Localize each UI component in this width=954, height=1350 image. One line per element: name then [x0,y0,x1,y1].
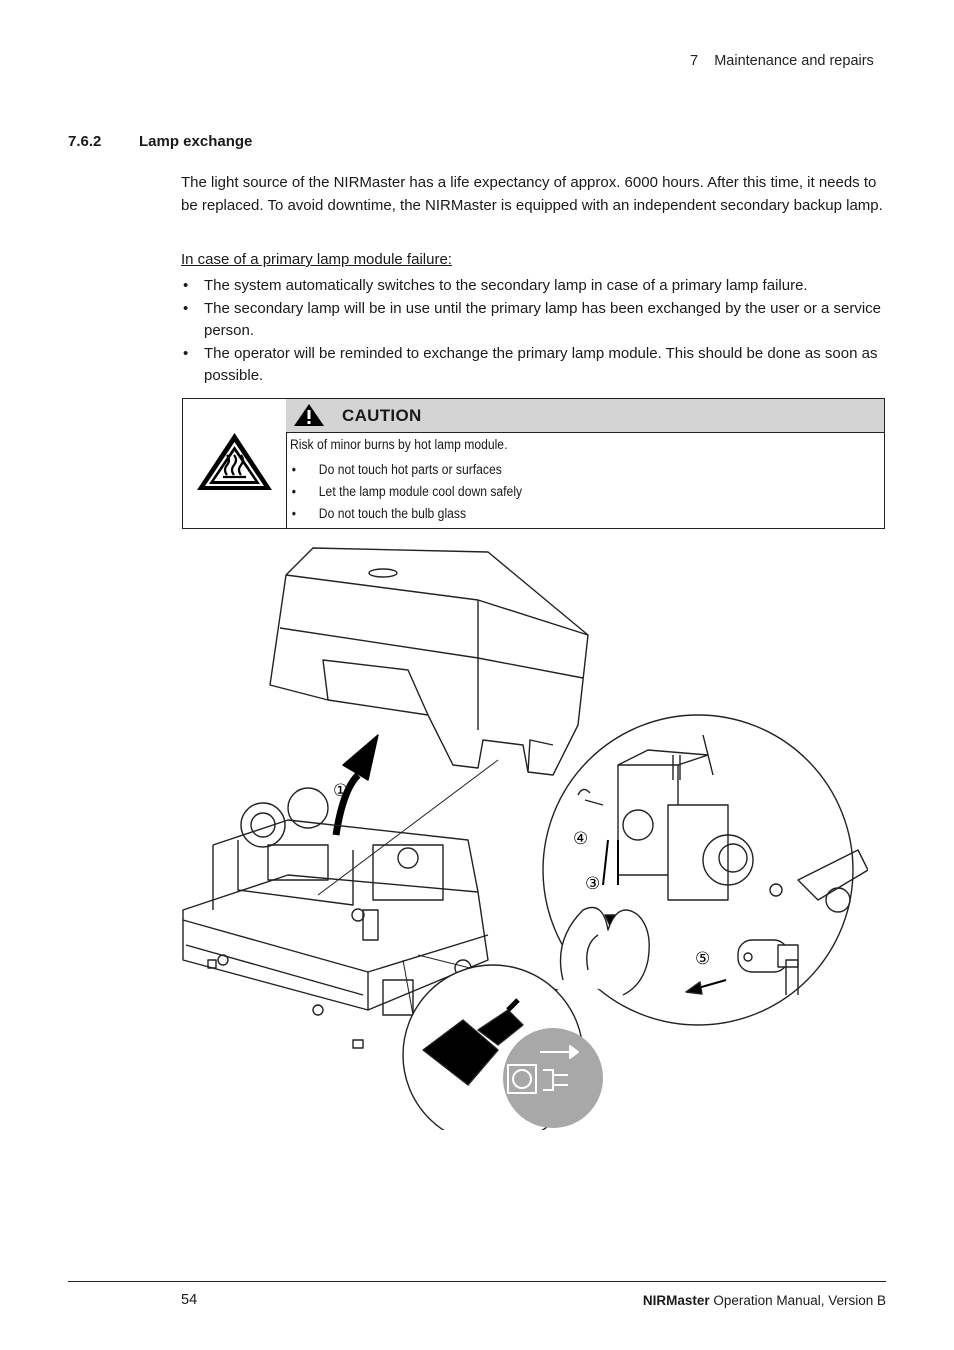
section-title: Lamp exchange [139,133,253,150]
bullet-item: The system automatically switches to the… [181,275,889,298]
running-header: 7 Maintenance and repairs [690,53,874,69]
footer-title: NIRMaster Operation Manual, Version B [643,1293,886,1308]
failure-bullet-list: The system automatically switches to the… [181,275,889,388]
lamp-exchange-illustration: ① ② ③ ④ ⑤ [182,547,868,1130]
bullet-item: The secondary lamp will be in use until … [181,298,889,343]
bullet-item: The operator will be reminded to exchang… [181,343,889,388]
caution-title: CAUTION [342,406,422,425]
plug-detail-circle [402,959,603,1130]
caution-risk-text: Risk of minor burns by hot lamp module. [290,437,508,452]
failure-subheading: In case of a primary lamp module failure… [181,251,452,268]
instrument-drawing [182,787,489,1049]
footer-divider [68,1281,886,1282]
section-heading: 7.6.2 Lamp exchange [68,133,252,150]
intro-paragraph: The light source of the NIRMaster has a … [181,174,883,214]
step-label-5: ⑤ [695,949,710,969]
chapter-number: 7 [690,53,699,69]
step-label-1: ① [333,781,348,801]
step-label-2: ② [445,1031,460,1051]
caution-item: Do not touch the bulb glass [290,503,522,525]
page-number: 54 [181,1292,198,1308]
caution-header: CAUTION [286,399,884,433]
hot-surface-warning-icon [197,433,272,490]
lift-arrow [332,734,379,836]
caution-item: Let the lamp module cool down safely [290,481,522,503]
footer-doc-title: Operation Manual, Version B [713,1293,886,1308]
caution-item-list: Do not touch hot parts or surfaces Let t… [290,459,522,525]
chapter-title: Maintenance and repairs [714,53,874,69]
cover-drawing [269,547,589,776]
lamp-detail-circle [317,714,868,1026]
footer-product: NIRMaster [642,1293,710,1308]
caution-item: Do not touch hot parts or surfaces [290,459,522,481]
section-number: 7.6.2 [68,133,102,150]
hot-surface-symbol-cell [183,399,287,528]
step-label-3: ③ [585,874,600,894]
caution-body: Risk of minor burns by hot lamp module. … [290,437,522,525]
warning-triangle-icon [294,404,324,426]
step-label-4: ④ [573,829,588,849]
caution-notice: CAUTION Risk of minor burns by hot lamp … [182,398,885,529]
